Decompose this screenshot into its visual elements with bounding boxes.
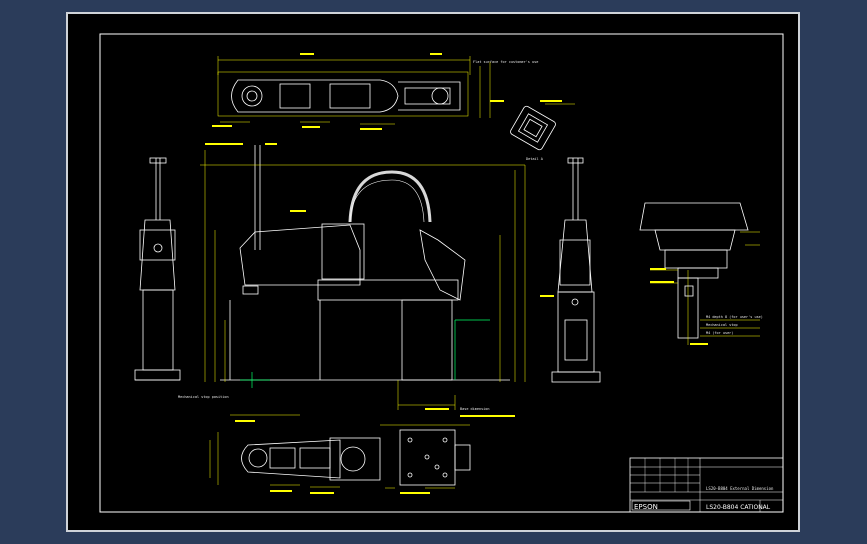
inner-border: [99, 33, 784, 513]
right-note-3: M4 (for user): [706, 331, 733, 335]
detail-view: [510, 103, 575, 151]
main-dimensions: [200, 150, 526, 410]
left-note: Mechanical stop position: [178, 395, 229, 399]
green-accent: [240, 319, 490, 388]
drawing-title: LS20-B804 CATIONAL: [706, 504, 771, 511]
right-note-1: M4 depth 8 (for user's use): [706, 315, 763, 319]
top-view-lower: [241, 429, 471, 486]
flange-detail: [639, 202, 760, 345]
top-view-upper: [217, 56, 491, 125]
bottom-note: Base dimension: [460, 407, 490, 411]
title-block: EPSON LS20-B804 CATIONAL LS20-B804 Exter…: [629, 457, 784, 513]
detail-note: Detail A: [526, 157, 544, 161]
drawing-subtitle: LS20-B804 External Dimension: [706, 486, 774, 491]
left-side-view: [134, 157, 181, 381]
logo-text: EPSON: [634, 503, 658, 511]
right-note-2: Mechanical stop: [706, 323, 738, 327]
top-note: Flat surface for customer's use: [473, 60, 538, 64]
right-side-view: [551, 157, 601, 383]
lower-dimensions: [209, 414, 470, 489]
dimension-labels: [205, 53, 708, 494]
main-side-view: [220, 145, 510, 381]
epson-logo: [631, 500, 691, 511]
